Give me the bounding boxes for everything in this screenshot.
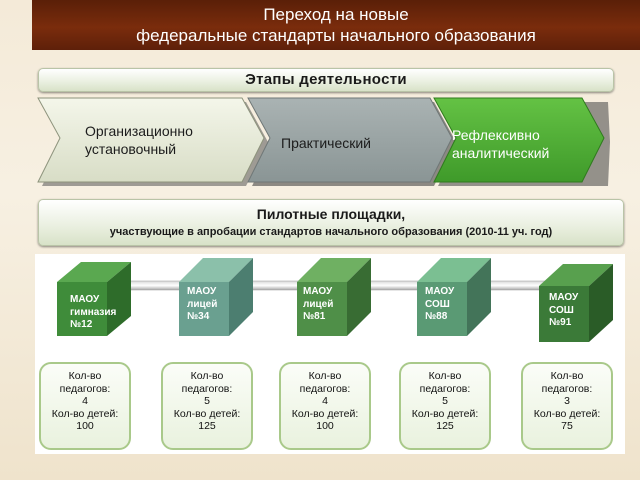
title-line-2: федеральные стандарты начального образов…	[136, 26, 536, 45]
schools-cubes	[57, 258, 613, 342]
stage-2-label: Практический	[281, 135, 371, 151]
pilot-subheading: участвующие в апробации стандартов начал…	[109, 226, 553, 238]
stage-3-arrow	[433, 97, 605, 183]
stages-heading-bar: Этапы деятельности	[38, 68, 614, 92]
school-cube-1	[57, 262, 131, 336]
stages-chevrons	[37, 97, 610, 186]
stage-2-arrow	[247, 97, 453, 183]
title-banner: Переход на новые федеральные стандарты н…	[32, 0, 640, 50]
title-line-1: Переход на новые	[263, 5, 409, 24]
school-cube-5	[539, 264, 613, 342]
pilot-heading: Пилотные площадки,	[256, 206, 406, 222]
pilot-heading-bar: Пилотные площадки, участвующие в апробац…	[38, 199, 624, 246]
school-cube-2	[179, 258, 253, 336]
school-cube-4	[417, 258, 491, 336]
school-cube-3	[297, 258, 371, 336]
stages-heading: Этапы деятельности	[245, 71, 407, 88]
stage-1-arrow	[37, 97, 265, 183]
